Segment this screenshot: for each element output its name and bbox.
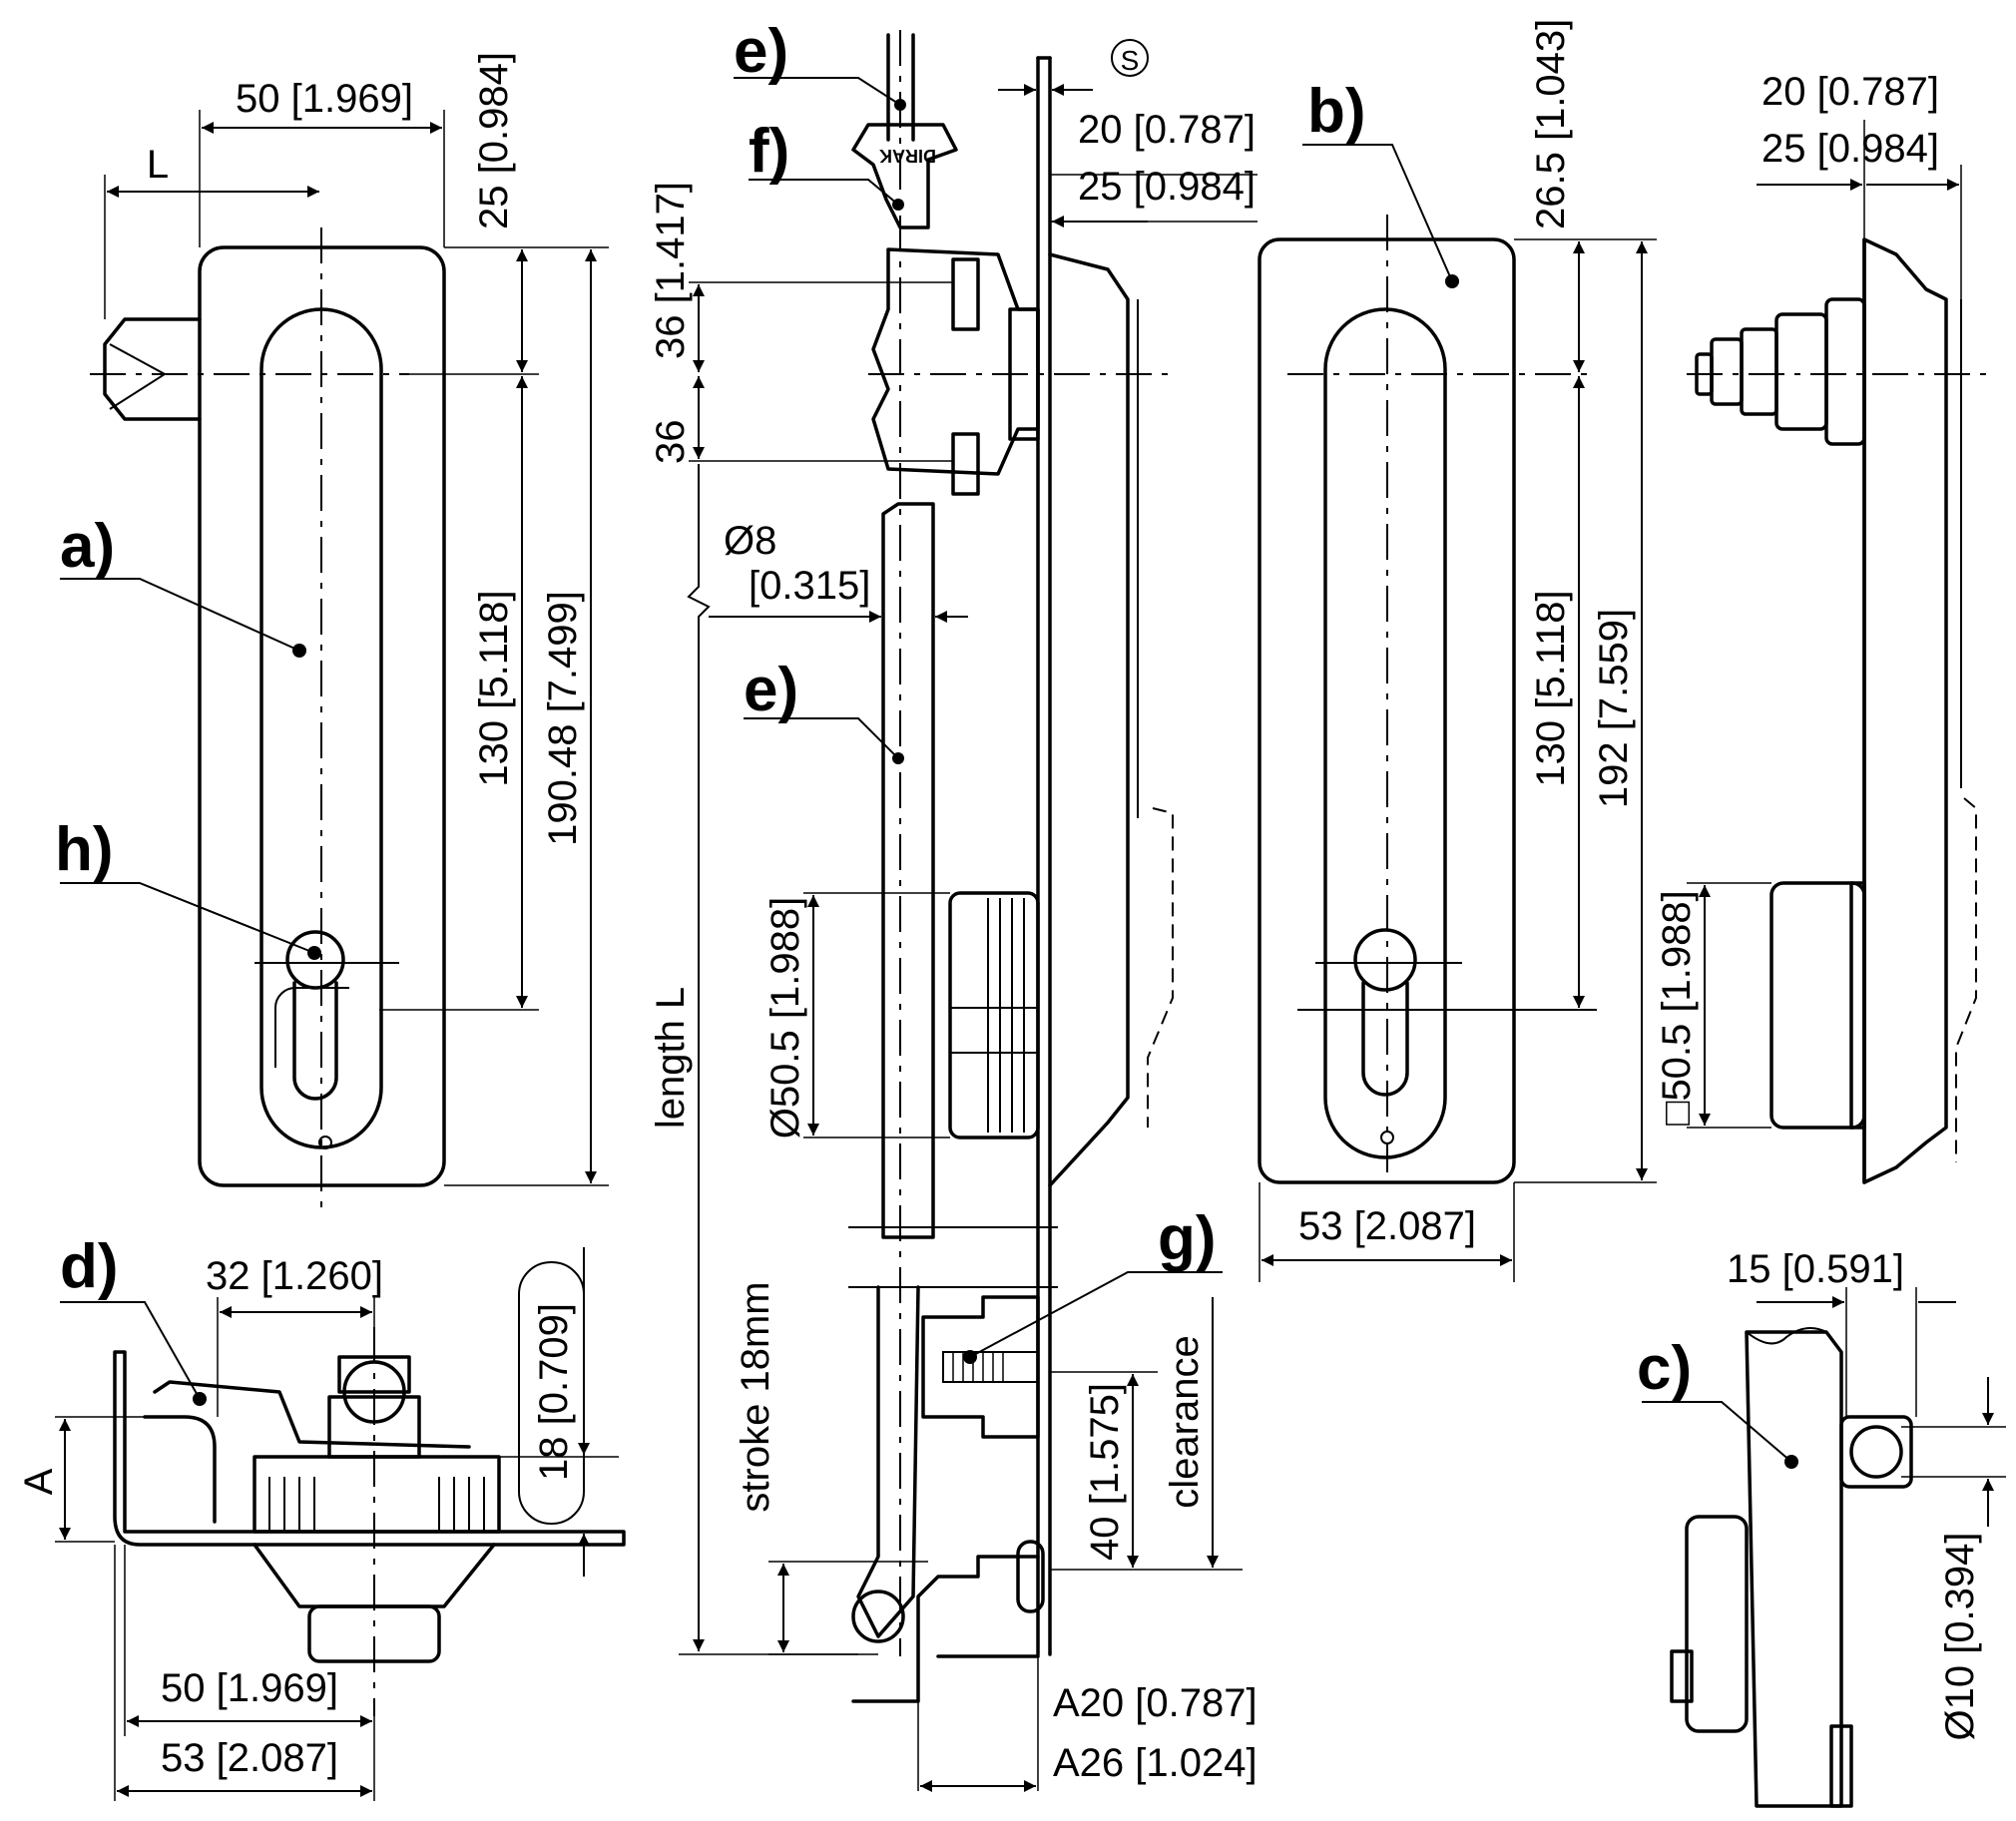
- dim-d-50: 50 [1.969]: [161, 1666, 338, 1710]
- handle-c-side: [1745, 1330, 1843, 1808]
- dim-d-32: 32 [1.260]: [206, 1254, 383, 1298]
- dim-side-stroke: stroke 18mm: [734, 1281, 777, 1512]
- view-b-front: b) 26.5 [1.043] 130 [5.118] 192 [7.559] …: [1258, 19, 1657, 1282]
- label-f: f): [749, 117, 789, 186]
- label-g: g): [1158, 1204, 1217, 1273]
- cylinder-c: [1685, 1515, 1749, 1733]
- label-a: a): [60, 512, 115, 581]
- housing-profile: [1048, 252, 1130, 1187]
- dim-front-top: 25 [0.984]: [472, 52, 516, 229]
- handle-inner: [274, 987, 349, 1068]
- dim-d-18: 18 [0.709]: [532, 1303, 576, 1481]
- dim-d-53: 53 [2.087]: [161, 1736, 338, 1780]
- pin-hole: [318, 1136, 332, 1149]
- guide-bracket: [921, 1295, 1040, 1439]
- keyhole-slot: [292, 981, 338, 1101]
- dim-d-A: A: [17, 1468, 61, 1495]
- handle-outline: [259, 307, 383, 1149]
- key-profile: [851, 123, 958, 229]
- dim-front-pitch: 130 [5.118]: [472, 590, 516, 786]
- label-e-top: e): [734, 17, 788, 86]
- housing-d: [252, 1455, 501, 1534]
- dim-front-L: L: [147, 143, 169, 187]
- view-side-section: DIRAK: [649, 17, 1258, 1792]
- dim-side-25: 25 [0.984]: [1078, 165, 1256, 209]
- cam-outline: [103, 317, 202, 421]
- dim-side-a26: A26 [1.024]: [1053, 1741, 1258, 1785]
- dim-bs-25: 25 [0.984]: [1762, 127, 1939, 171]
- keyhole-top: [285, 930, 345, 990]
- dim-bs-square: □50.5 [1.988]: [1655, 890, 1699, 1125]
- dim-side-20: 20 [0.787]: [1078, 108, 1256, 152]
- dim-side-40: 40 [1.575]: [1083, 1383, 1127, 1561]
- view-d: d) 32 [1.260] 18 [0.709] A: [17, 1232, 626, 1801]
- label-h: h): [55, 815, 114, 884]
- key-brand: DIRAK: [879, 146, 936, 166]
- dim-side-length: length L: [649, 987, 693, 1129]
- label-e-mid: e): [744, 656, 798, 724]
- dim-side-clearance: clearance: [1163, 1335, 1207, 1508]
- dim-bs-20: 20 [0.787]: [1762, 70, 1939, 114]
- dim-front-height: 190.48 [7.499]: [541, 591, 585, 846]
- dim-b-pitch: 130 [5.118]: [1529, 590, 1573, 786]
- guide-screw: [942, 1351, 1039, 1383]
- dim-side-cyl: Ø50.5 [1.988]: [763, 897, 807, 1138]
- dim-b-width: 53 [2.087]: [1298, 1204, 1476, 1248]
- housing-b-side: [1862, 237, 1948, 1184]
- dim-front-width: 50 [1.969]: [236, 77, 413, 121]
- dim-side-a20: A20 [0.787]: [1053, 1681, 1258, 1725]
- dim-c-dia10: Ø10 [0.394]: [1938, 1532, 1982, 1740]
- view-c: c) 15 [0.591] Ø10 [0.394]: [1637, 1247, 2006, 1808]
- dim-side-36b: 36: [649, 420, 693, 465]
- dim-side-36a: 36 [1.417]: [649, 182, 693, 359]
- catch-bracket: [851, 1555, 1040, 1703]
- handle-b-outline: [1323, 307, 1447, 1159]
- rod-body: [881, 502, 935, 1239]
- dim-side-dia8-in: [0.315]: [749, 564, 870, 608]
- label-d: d): [60, 1232, 119, 1301]
- dim-b-top: 26.5 [1.043]: [1529, 19, 1573, 229]
- dim-b-height: 192 [7.559]: [1592, 609, 1636, 808]
- s-symbol: S: [1121, 45, 1140, 76]
- cylinder: [948, 891, 1040, 1139]
- view-a-front: a) h) 50 [1.969] L 25 [0.984] 130 [5.118…: [55, 52, 609, 1207]
- keyhole-b-top: [1353, 928, 1417, 992]
- dim-c-15: 15 [0.591]: [1727, 1247, 1904, 1291]
- label-c: c): [1637, 1334, 1692, 1403]
- view-b-side: 20 [0.787] 25 [0.984] □50.5 [1.988]: [1655, 70, 1986, 1184]
- dim-side-dia8: Ø8: [724, 519, 776, 563]
- label-b: b): [1307, 77, 1366, 146]
